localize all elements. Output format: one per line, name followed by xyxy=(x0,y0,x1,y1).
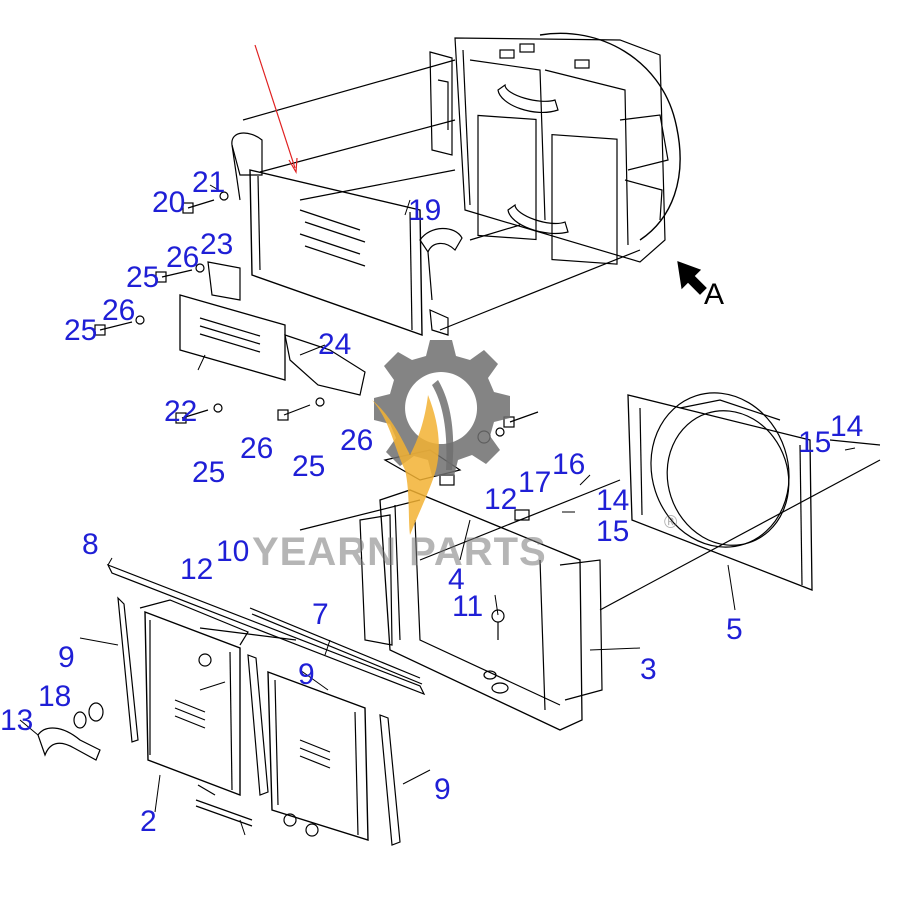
callout-21: 21 xyxy=(192,166,226,199)
callout-22: 22 xyxy=(164,395,198,428)
callout-25a: 25 xyxy=(126,261,160,294)
bolts-left xyxy=(94,191,539,444)
callout-18: 18 xyxy=(38,680,72,713)
callout-3: 3 xyxy=(640,653,657,686)
callout-11: 11 xyxy=(452,590,484,623)
flame-icon xyxy=(372,395,439,535)
fuel-cooler xyxy=(179,261,286,381)
callout-7: 7 xyxy=(312,598,329,631)
watermark-brand-text: YEARN PARTS xyxy=(252,530,547,574)
callout-24: 24 xyxy=(318,328,352,361)
callout-14a: 14 xyxy=(830,410,864,443)
callout-17: 17 xyxy=(518,466,552,499)
leader-lines xyxy=(19,184,856,836)
callout-15a: 15 xyxy=(798,426,832,459)
callout-20: 20 xyxy=(152,186,186,219)
flame-streak-icon xyxy=(432,380,454,470)
callout-26c: 26 xyxy=(240,432,274,465)
gear-icon xyxy=(374,340,510,476)
top-frame-assembly xyxy=(242,32,681,331)
callout-2: 2 xyxy=(140,805,157,838)
callout-15b: 15 xyxy=(596,515,630,548)
view-label-a: A xyxy=(704,278,725,311)
callout-19: 19 xyxy=(408,194,442,227)
callout-9b: 9 xyxy=(298,658,315,691)
callout-16: 16 xyxy=(552,448,586,481)
pointer-arrow xyxy=(254,44,298,174)
callout-13: 13 xyxy=(0,704,34,737)
callout-5: 5 xyxy=(726,613,743,646)
callout-9a: 9 xyxy=(58,641,75,674)
view-direction-arrow xyxy=(677,261,707,295)
registered-mark: ® xyxy=(664,512,678,532)
callout-23: 23 xyxy=(200,228,234,261)
callout-25b: 25 xyxy=(64,314,98,347)
bracket xyxy=(284,334,366,396)
callout-26a: 26 xyxy=(166,241,200,274)
callout-26b: 26 xyxy=(102,294,136,327)
callout-12b: 12 xyxy=(484,483,518,516)
radiator-right xyxy=(267,670,369,841)
fan-shroud xyxy=(599,392,881,611)
callout-25c: 25 xyxy=(192,456,226,489)
hoses xyxy=(37,702,104,761)
callout-8: 8 xyxy=(82,528,99,561)
callout-4: 4 xyxy=(448,563,465,596)
aftercooler-core xyxy=(231,132,463,336)
callout-25d: 25 xyxy=(292,450,326,483)
watermark-logo xyxy=(372,340,510,535)
callout-14b: 14 xyxy=(596,484,630,517)
radiator-left xyxy=(139,599,249,797)
callout-12a: 12 xyxy=(180,553,214,586)
callout-9c: 9 xyxy=(434,773,451,806)
callout-26d: 26 xyxy=(340,424,374,457)
callout-10: 10 xyxy=(216,535,250,568)
seal-strips xyxy=(106,563,426,846)
